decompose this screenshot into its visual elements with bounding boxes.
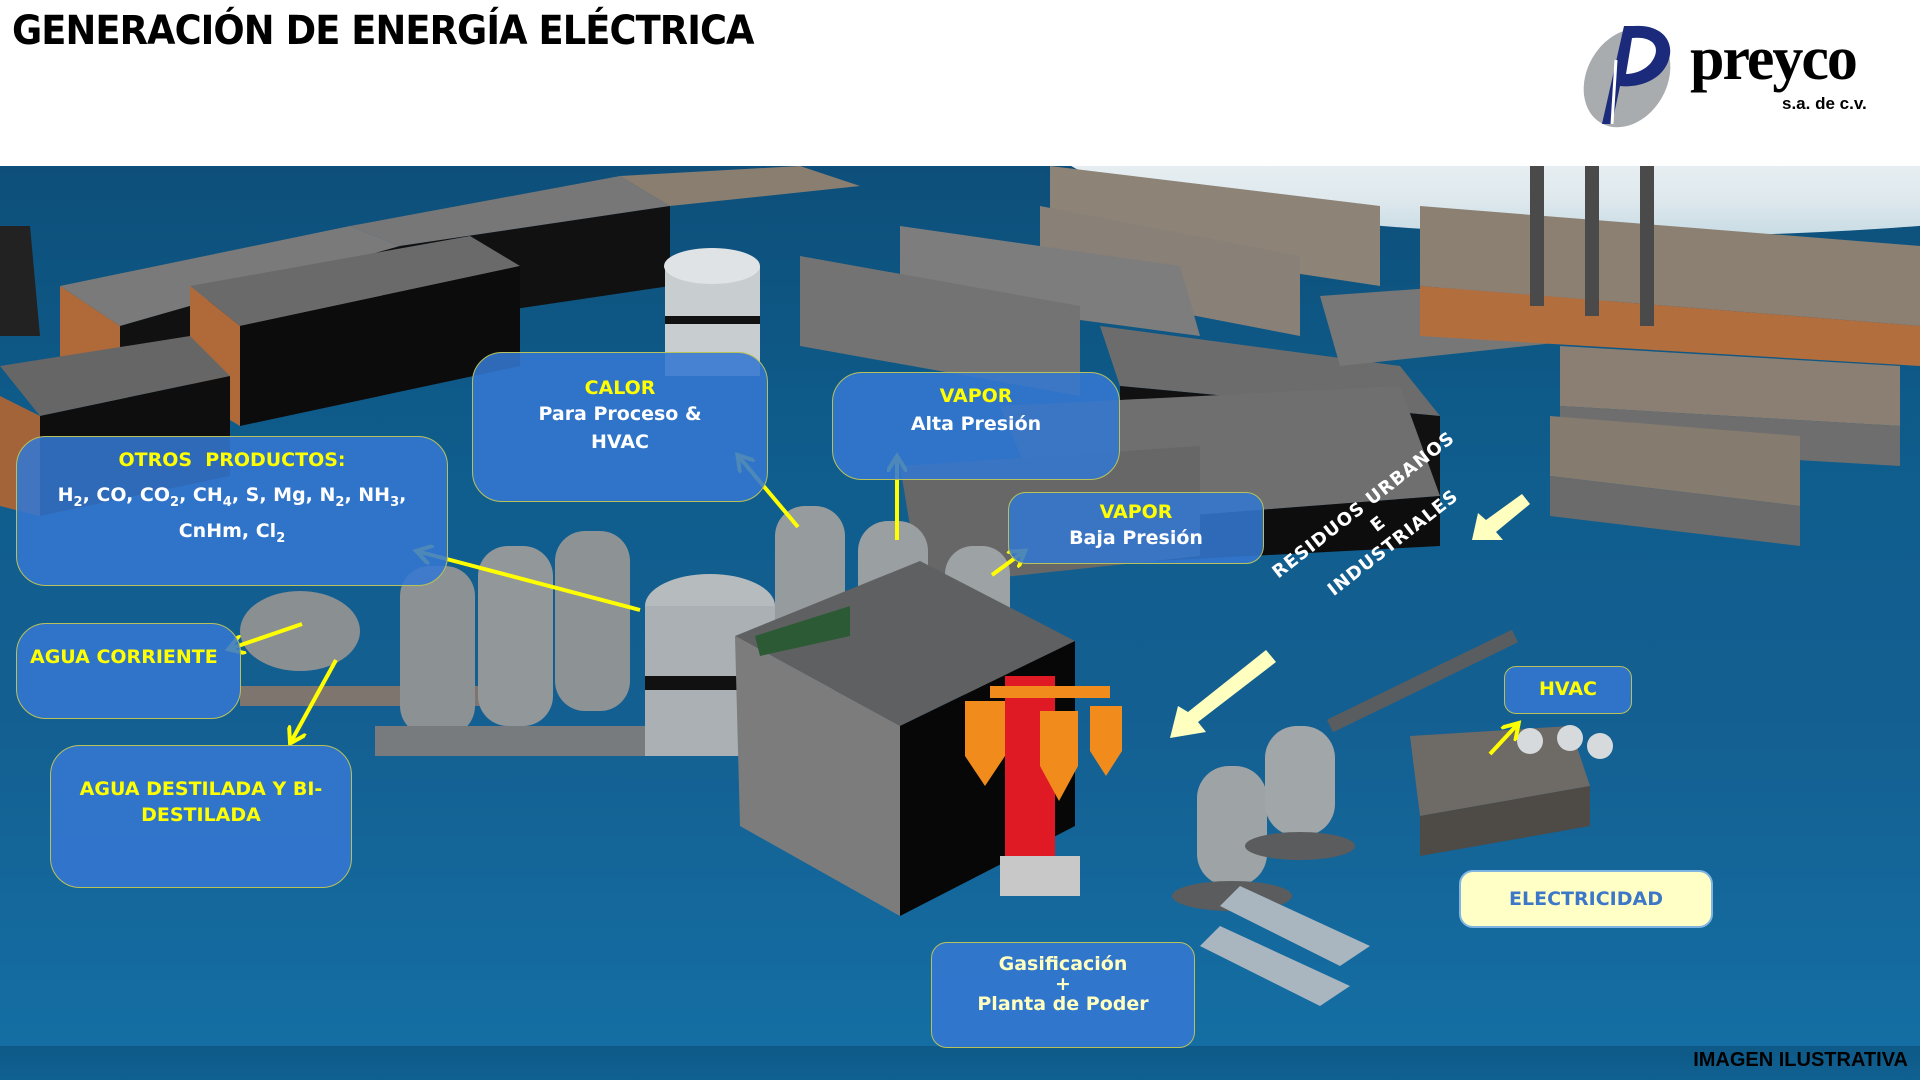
logo-subtitle: s.a. de c.v.: [1782, 94, 1867, 113]
agua-destilada-line2: DESTILADA: [141, 804, 261, 826]
page-title: GENERACIÓN DE ENERGÍA ELÉCTRICA: [12, 8, 755, 54]
arrow-to-otros-productos: [420, 552, 641, 612]
calor-title: CALOR: [584, 377, 656, 399]
formula-subscript: 2: [335, 494, 345, 510]
vapor-alta-title: VAPOR: [939, 385, 1013, 407]
arrow-residuos-in: [1472, 494, 1530, 540]
agua-destilada-line1: AGUA DESTILADA Y BI-: [79, 778, 323, 800]
vapor-baja-title: VAPOR: [1099, 501, 1173, 523]
hvac-box: HVAC: [1504, 666, 1632, 714]
calor-box: CALOR Para Proceso & HVAC: [472, 352, 768, 502]
formula-text: , CH: [179, 484, 223, 506]
formula-subscript: 2: [73, 494, 83, 510]
arrow-to-agua-destilada: [292, 659, 338, 740]
formula-text: , S, Mg, N: [231, 484, 336, 506]
arrow-to-hvac: [1488, 726, 1516, 756]
formula-text: , CO, CO: [82, 484, 171, 506]
calor-line1: Para Proceso &: [538, 403, 702, 425]
otros-productos-box: OTROS PRODUCTOS: H2, CO, CO2, CH4, S, Mg…: [16, 436, 448, 586]
formula-subscript: 2: [170, 494, 180, 510]
arrow-to-agua-corriente: [232, 622, 303, 648]
hvac-title: HVAC: [1539, 678, 1597, 700]
gasificacion-line2: +: [1055, 973, 1071, 995]
plant-illustration: [0, 166, 1920, 1080]
vapor-alta-line1: Alta Presión: [910, 413, 1042, 435]
arrow-residuos-down: [1170, 650, 1276, 738]
electricidad-box: ELECTRICIDAD: [1459, 870, 1713, 928]
preyco-p-logo-icon: [1583, 25, 1671, 128]
agua-corriente-box: AGUA CORRIENTE: [16, 623, 241, 719]
logo-wordmark: preyco: [1690, 25, 1858, 93]
plant-scene-graphics: [0, 166, 1920, 1006]
right-equipment: [1172, 629, 1613, 1006]
floor-band: [0, 1046, 1920, 1080]
gasificacion-line3: Planta de Poder: [977, 993, 1149, 1015]
otros-productos-list: H2, CO, CO2, CH4, S, Mg, N2, NH3,CnHm, C…: [17, 481, 447, 553]
imagen-ilustrativa-label: IMAGEN ILUSTRATIVA: [1693, 1049, 1908, 1071]
formula-text: , NH: [344, 484, 391, 506]
vapor-alta-box: VAPOR Alta Presión: [832, 372, 1120, 480]
chimney-stacks: [1530, 166, 1654, 326]
electricidad-title: ELECTRICIDAD: [1509, 888, 1663, 910]
formula-text: CnHm, Cl: [178, 519, 277, 542]
company-logo: preyco s.a. de c.v.: [1572, 20, 1892, 130]
vapor-baja-line1: Baja Presión: [1069, 527, 1203, 549]
formula-text: ,: [399, 484, 407, 506]
gasificacion-box: Gasificación + Planta de Poder: [931, 942, 1195, 1048]
gasificacion-line1: Gasificación: [998, 953, 1128, 975]
formula-subscript: 2: [276, 530, 286, 546]
formula-subscript: 3: [390, 494, 400, 510]
agua-corriente-title: AGUA CORRIENTE: [30, 646, 218, 668]
red-gasifier: [965, 676, 1122, 896]
otros-productos-title: OTROS PRODUCTOS:: [118, 449, 346, 471]
warehouse-buildings: [0, 166, 1920, 586]
agua-destilada-box: AGUA DESTILADA Y BI- DESTILADA: [50, 745, 352, 888]
vapor-baja-box: VAPOR Baja Presión: [1008, 492, 1264, 564]
calor-line2: HVAC: [591, 431, 649, 453]
formula-subscript: 4: [222, 494, 232, 510]
formula-text: H: [57, 484, 74, 506]
